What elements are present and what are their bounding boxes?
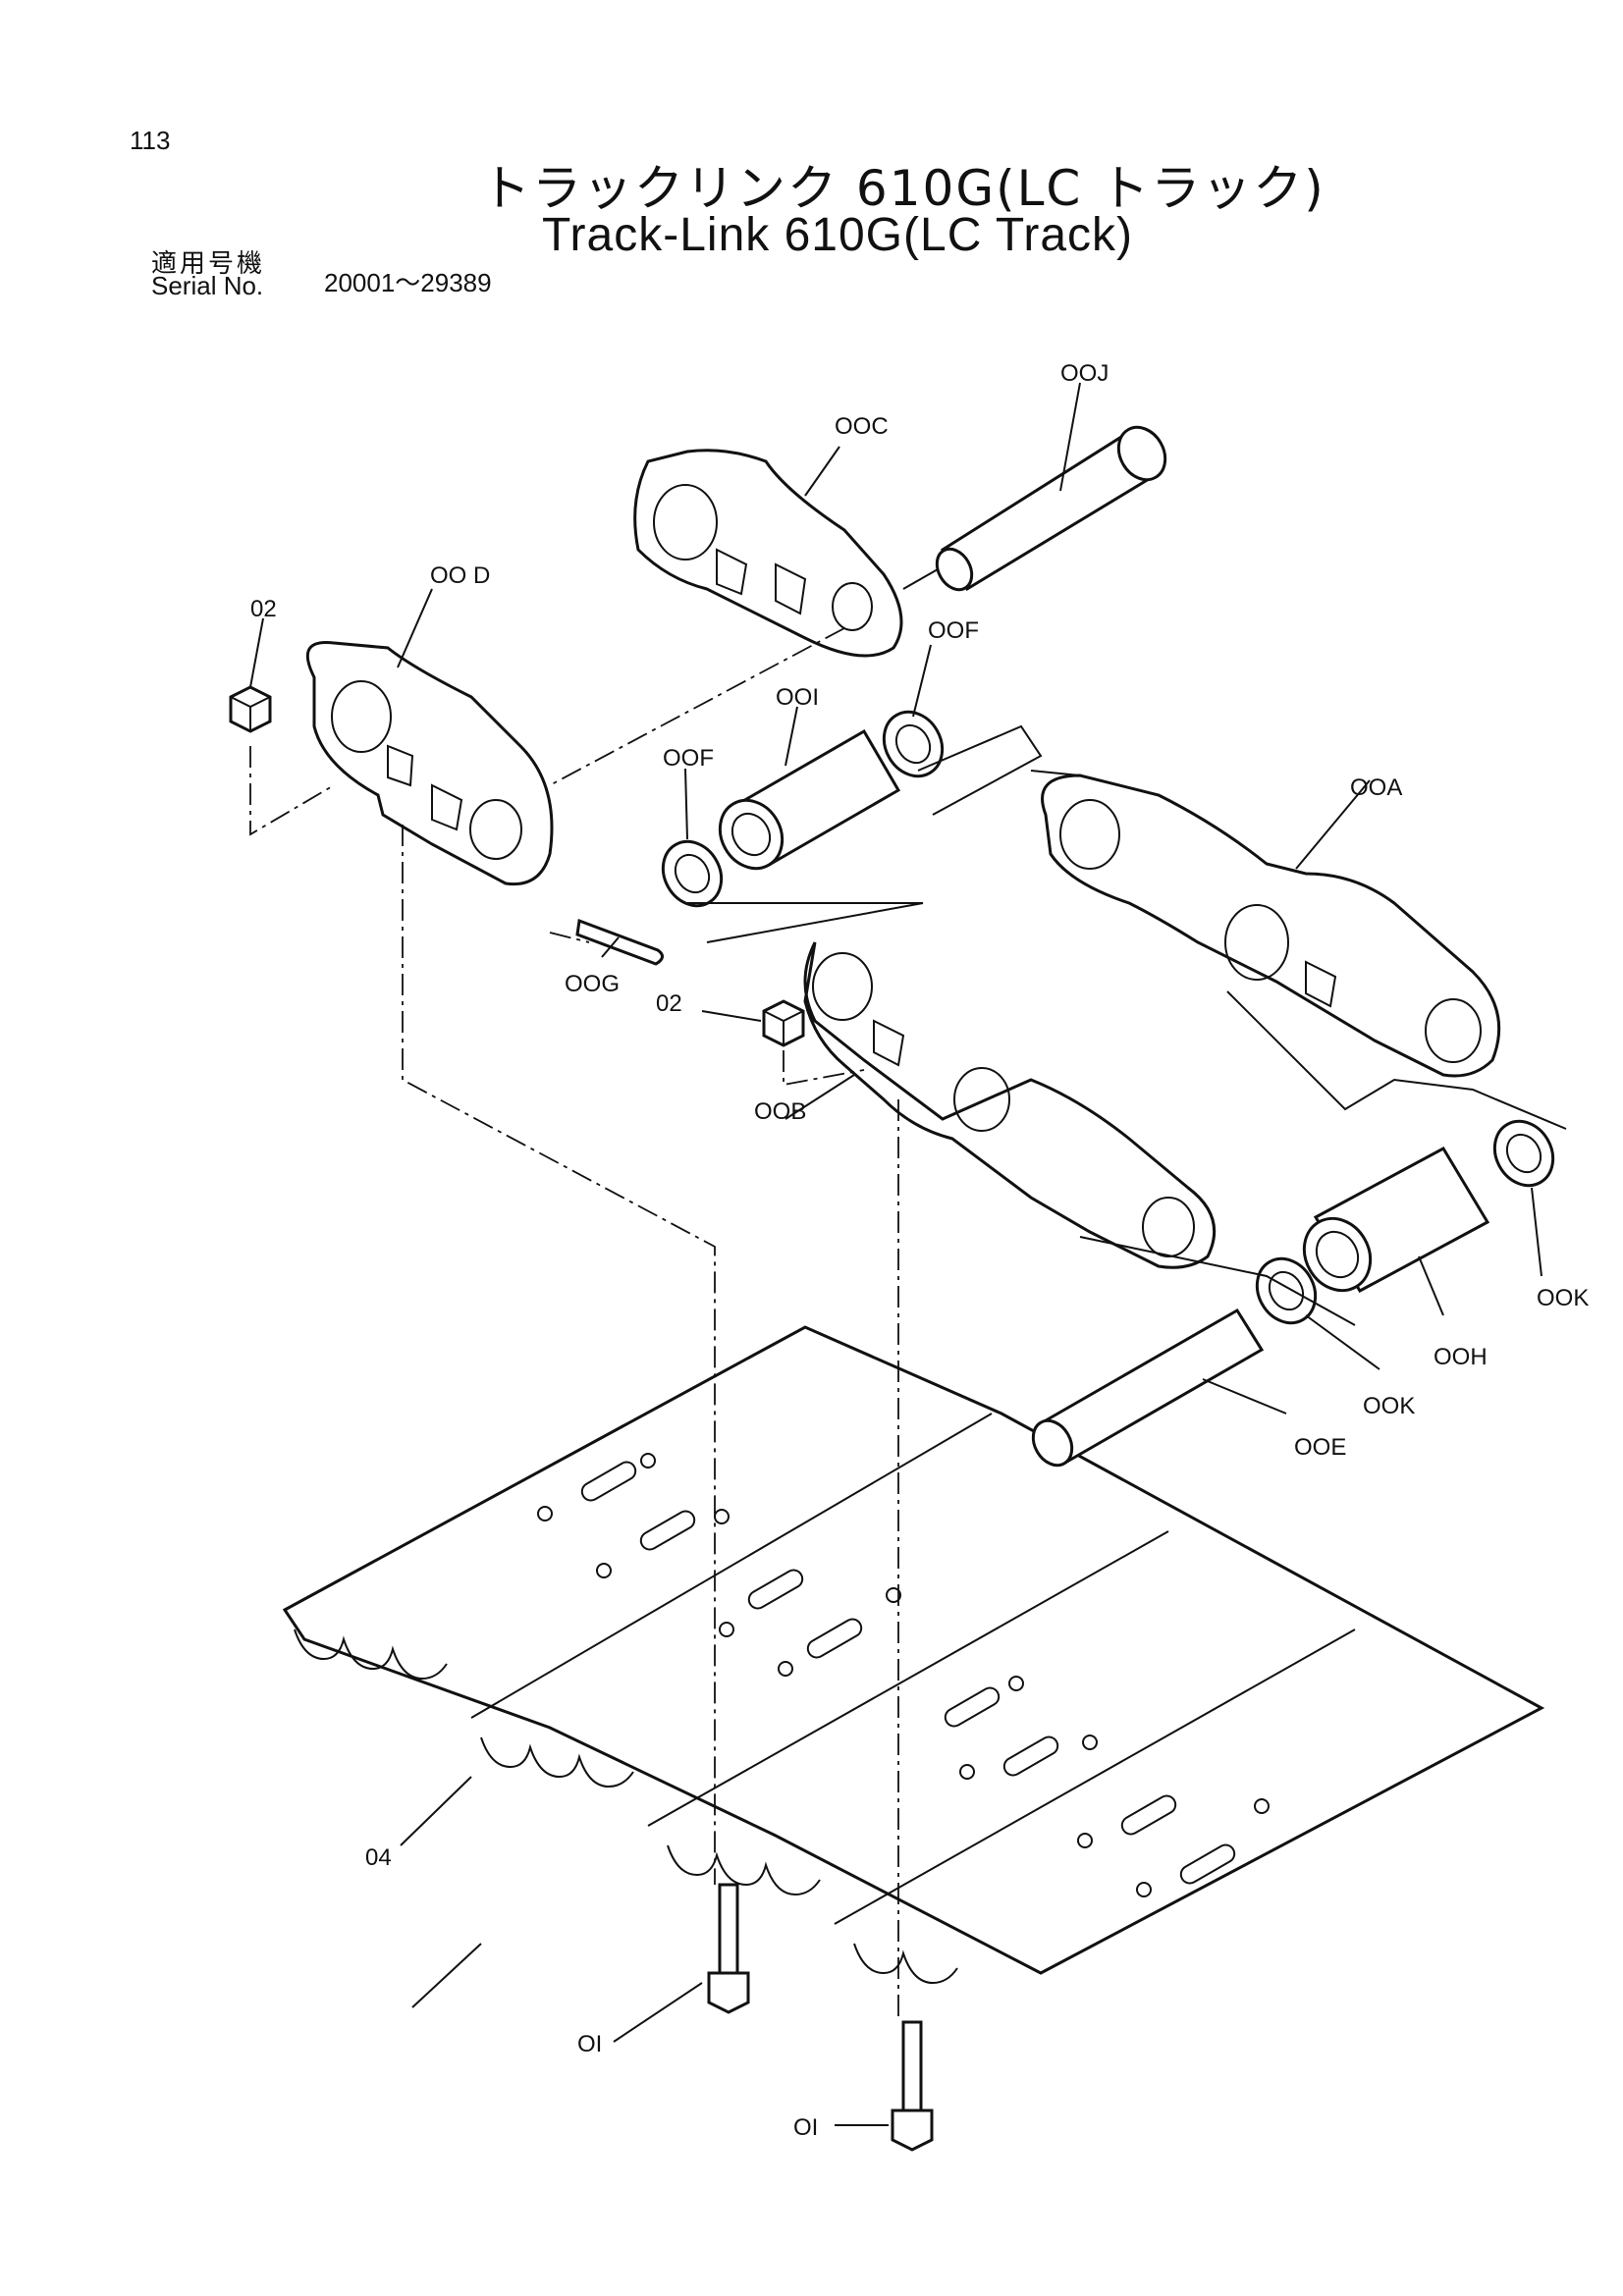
track-link-00A: [1041, 774, 1501, 1078]
label-00B: OOB: [754, 1098, 806, 1125]
label-01-left: OI: [577, 2031, 602, 2057]
label-02-top: 02: [250, 596, 277, 622]
title-english: Track-Link 610G(LC Track): [542, 209, 1134, 261]
label-00F-left: OOF: [663, 745, 714, 772]
label-02-mid: 02: [656, 990, 682, 1017]
label-01-right: OI: [793, 2114, 818, 2141]
seal-00K-right: [1492, 1119, 1555, 1188]
serial-label-english: Serial No.: [151, 271, 264, 300]
title-japanese: トラックリンク 610G(LC トラック): [481, 160, 1325, 217]
label-00F-right: OOF: [928, 617, 979, 644]
label-04: 04: [365, 1844, 392, 1871]
label-00I: OOI: [776, 684, 819, 711]
seal-00K-left: [1255, 1256, 1318, 1325]
pin-00J: [935, 425, 1167, 592]
bolt-01-right: [891, 2020, 934, 2152]
part-labels: OOJ OOC OO D 02 OOF OOI OOF OOA OOG 02 O…: [250, 360, 1589, 2141]
bolt-01-left: [707, 1883, 750, 2014]
label-00D: OO D: [430, 562, 490, 589]
nut-02-top: [229, 685, 272, 733]
serial-label-japanese: 適用号機: [151, 249, 266, 279]
track-link-00B: [803, 941, 1217, 1269]
label-00K-right: OOK: [1537, 1285, 1589, 1311]
alignment-lines: [249, 568, 1567, 2022]
label-00A: OOA: [1350, 774, 1402, 801]
label-00G: OOG: [565, 971, 620, 997]
track-link-00D: [305, 640, 554, 886]
cotter-pin-00G: [575, 918, 664, 966]
nut-02-mid: [762, 999, 805, 1047]
leader-04: [400, 1776, 472, 1846]
label-00E: OOE: [1294, 1434, 1346, 1461]
label-00J: OOJ: [1060, 360, 1109, 387]
seal-00F-right: [882, 710, 945, 778]
pin-00E: [1031, 1308, 1265, 1468]
bushing-00H: [1302, 1147, 1490, 1293]
label-00C: OOC: [835, 413, 889, 440]
leader-lines: [249, 382, 1542, 2126]
track-shoe-assembly: [282, 1325, 1545, 1985]
serial-range: 20001～29389: [324, 268, 492, 297]
label-00K-left: OOK: [1363, 1393, 1415, 1419]
page-number: 113: [130, 126, 171, 155]
bushing-00I: [718, 728, 901, 871]
track-link-00C: [633, 449, 903, 658]
label-00H: OOH: [1434, 1344, 1488, 1370]
